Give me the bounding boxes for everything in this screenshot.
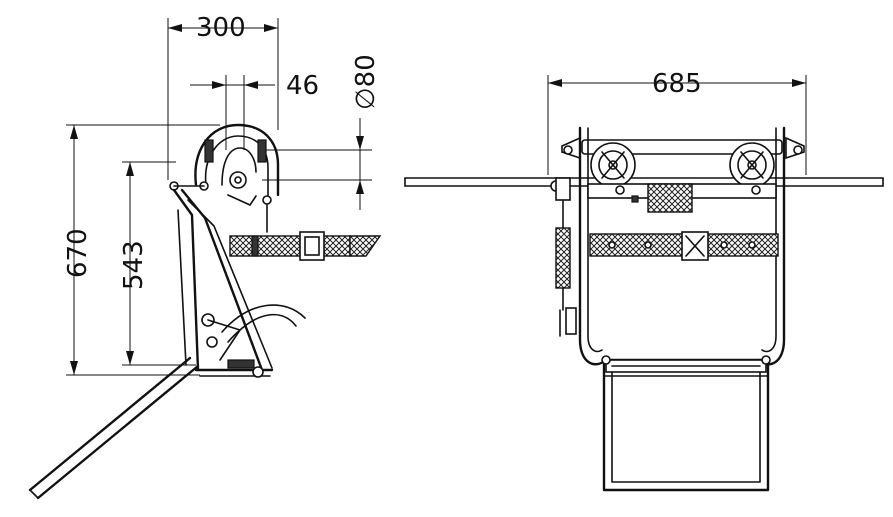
dimension-label-670: 670 xyxy=(63,228,93,278)
front-strap xyxy=(550,177,577,337)
side-rod xyxy=(28,356,200,500)
side-view: 300 46 ∅80 670 xyxy=(28,13,382,500)
dimension-label-543: 543 xyxy=(119,240,149,290)
dimension-46: 46 xyxy=(190,71,319,150)
dimension-label-46: 46 xyxy=(286,71,319,101)
front-pulley-right xyxy=(729,142,775,188)
dimension-label-diameter-80: ∅80 xyxy=(351,54,381,110)
front-view: 685 xyxy=(404,69,884,492)
front-crossbar xyxy=(587,183,777,213)
dimension-543: 543 xyxy=(119,161,196,366)
dimension-label-685: 685 xyxy=(652,69,702,99)
side-belt xyxy=(229,231,382,261)
dimension-670: 670 xyxy=(63,124,220,376)
dimension-diameter-80: ∅80 xyxy=(262,54,381,210)
side-hook xyxy=(169,123,280,233)
front-pulley-left xyxy=(590,142,636,188)
side-frame xyxy=(172,188,274,377)
dimension-label-300: 300 xyxy=(196,13,246,43)
dimension-300: 300 xyxy=(167,13,279,180)
front-belt xyxy=(589,231,779,261)
dimension-685: 685 xyxy=(547,69,807,175)
front-step xyxy=(601,355,771,492)
side-handle xyxy=(201,304,306,378)
front-top-bar xyxy=(561,136,805,160)
